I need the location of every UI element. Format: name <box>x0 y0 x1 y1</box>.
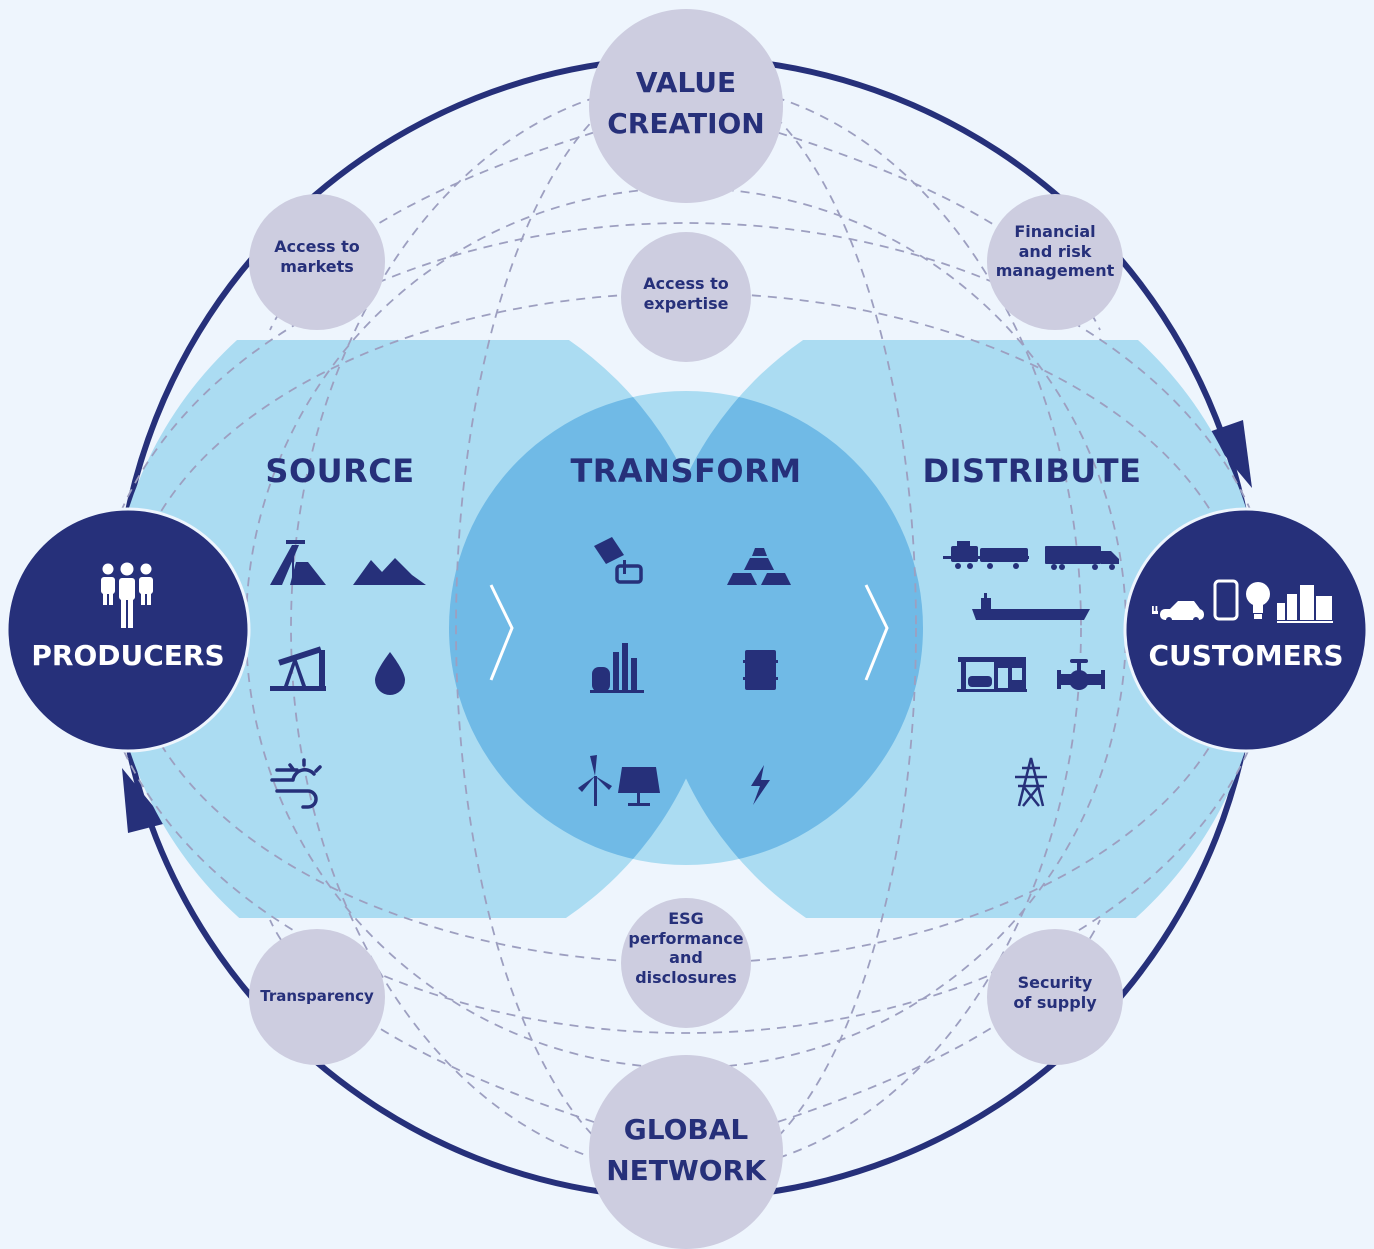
oil-pump-icon <box>270 646 326 691</box>
producers-node <box>5 507 251 753</box>
pouring-ladle-icon <box>594 537 643 584</box>
esg-line-1: ESG <box>668 909 704 928</box>
truck-icon <box>1045 546 1119 570</box>
global-network-label: GLOBAL NETWORK <box>586 1110 786 1191</box>
arrow-to-customers-icon <box>1206 420 1252 488</box>
gold-bars-icon <box>727 548 791 585</box>
distribute-title: DISTRIBUTE <box>922 452 1142 490</box>
esg-label: ESG performance and disclosures <box>616 909 756 987</box>
mine-icon <box>270 540 326 585</box>
financial-line-3: management <box>995 261 1115 281</box>
gas-station-icon <box>957 657 1027 692</box>
oil-drop-icon <box>375 652 405 695</box>
people-icon <box>101 562 153 628</box>
buildings-icon <box>1277 585 1333 623</box>
security-line-1: Security <box>1017 973 1093 992</box>
customers-label: CUSTOMERS <box>1148 639 1344 672</box>
security-circle <box>987 929 1123 1065</box>
producers-label: PRODUCERS <box>31 639 225 672</box>
value-creation-hub <box>589 9 783 203</box>
esg-line-4: disclosures <box>635 967 737 987</box>
esg-circle <box>621 898 751 1028</box>
value-creation-label: VALUE CREATION <box>586 63 786 144</box>
ship-icon <box>972 593 1090 620</box>
financial-circle <box>987 194 1123 330</box>
hub-top-line-1: VALUE <box>635 66 737 99</box>
access-expertise-label: Access to expertise <box>621 274 751 313</box>
train-icon <box>943 541 1029 569</box>
chevron-right-icon <box>489 584 514 681</box>
access-expertise-line-2: expertise <box>643 293 729 313</box>
esg-line-3: and <box>669 948 703 968</box>
esg-line-2: performance <box>628 928 744 948</box>
transparency-line-1: Transparency <box>260 987 374 1005</box>
refinery-icon <box>590 643 644 693</box>
hub-bottom-line-2: NETWORK <box>606 1153 766 1187</box>
transparency-label: Transparency <box>247 987 387 1005</box>
access-markets-line-2: markets <box>280 256 354 276</box>
arrow-to-producers-icon <box>122 768 167 833</box>
financial-line-1: Financial <box>1014 222 1096 241</box>
transparency-circle <box>249 929 385 1065</box>
transform-title: TRANSFORM <box>570 452 802 490</box>
source-title: SOURCE <box>265 452 415 490</box>
security-label: Security of supply <box>990 973 1120 1012</box>
barrel-icon <box>743 650 778 690</box>
global-network-hub <box>589 1055 783 1249</box>
chevron-right-icon <box>864 584 889 681</box>
pipeline-valve-icon <box>1057 659 1105 690</box>
access-markets-label: Access to markets <box>252 237 382 276</box>
access-markets-circle <box>249 194 385 330</box>
wind-sun-icon <box>270 758 322 809</box>
mountain-ore-icon <box>353 558 426 585</box>
hub-bottom-line-1: GLOBAL <box>623 1113 749 1146</box>
power-pylon-icon <box>1015 757 1047 807</box>
access-expertise-line-1: Access to <box>643 274 729 293</box>
access-expertise-circle <box>621 232 751 362</box>
light-bulb-icon <box>1246 582 1270 619</box>
financial-line-2: and risk <box>1018 241 1092 261</box>
access-markets-line-1: Access to <box>274 237 360 256</box>
hub-top-line-2: CREATION <box>607 106 765 140</box>
ev-car-icon <box>1152 601 1204 623</box>
customers-node <box>1123 507 1369 753</box>
financial-label: Financial and risk management <box>985 222 1125 281</box>
lens-overlaps <box>449 391 923 865</box>
lightning-icon <box>751 765 770 805</box>
wind-solar-icon <box>578 755 660 806</box>
phone-icon <box>1213 579 1239 621</box>
security-line-2: of supply <box>1013 992 1097 1012</box>
